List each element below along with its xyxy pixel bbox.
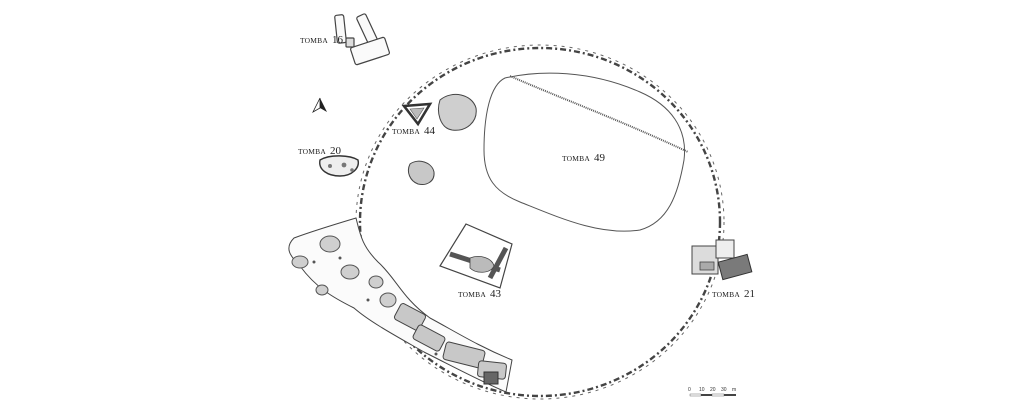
scale-bar: 0 10 20 30 m — [688, 387, 736, 397]
stone-passage — [288, 217, 513, 393]
scale-tick-20: 20 — [710, 387, 716, 393]
tomba-21-structure — [691, 239, 753, 281]
tomba-20-structure — [319, 155, 359, 177]
isolated-stone — [407, 160, 435, 185]
north-arrow-icon — [312, 97, 327, 114]
tomba-16-structure — [334, 13, 390, 66]
scale-tick-10: 10 — [699, 387, 705, 393]
tomba-44-structure — [401, 93, 477, 131]
scale-unit: m — [732, 387, 736, 393]
tomba-43-structure — [439, 223, 513, 289]
stone-circle — [355, 44, 725, 400]
scale-tick-0: 0 — [688, 387, 691, 393]
scale-tick-30: 30 — [721, 387, 727, 393]
tomba-49-structure — [483, 72, 689, 232]
